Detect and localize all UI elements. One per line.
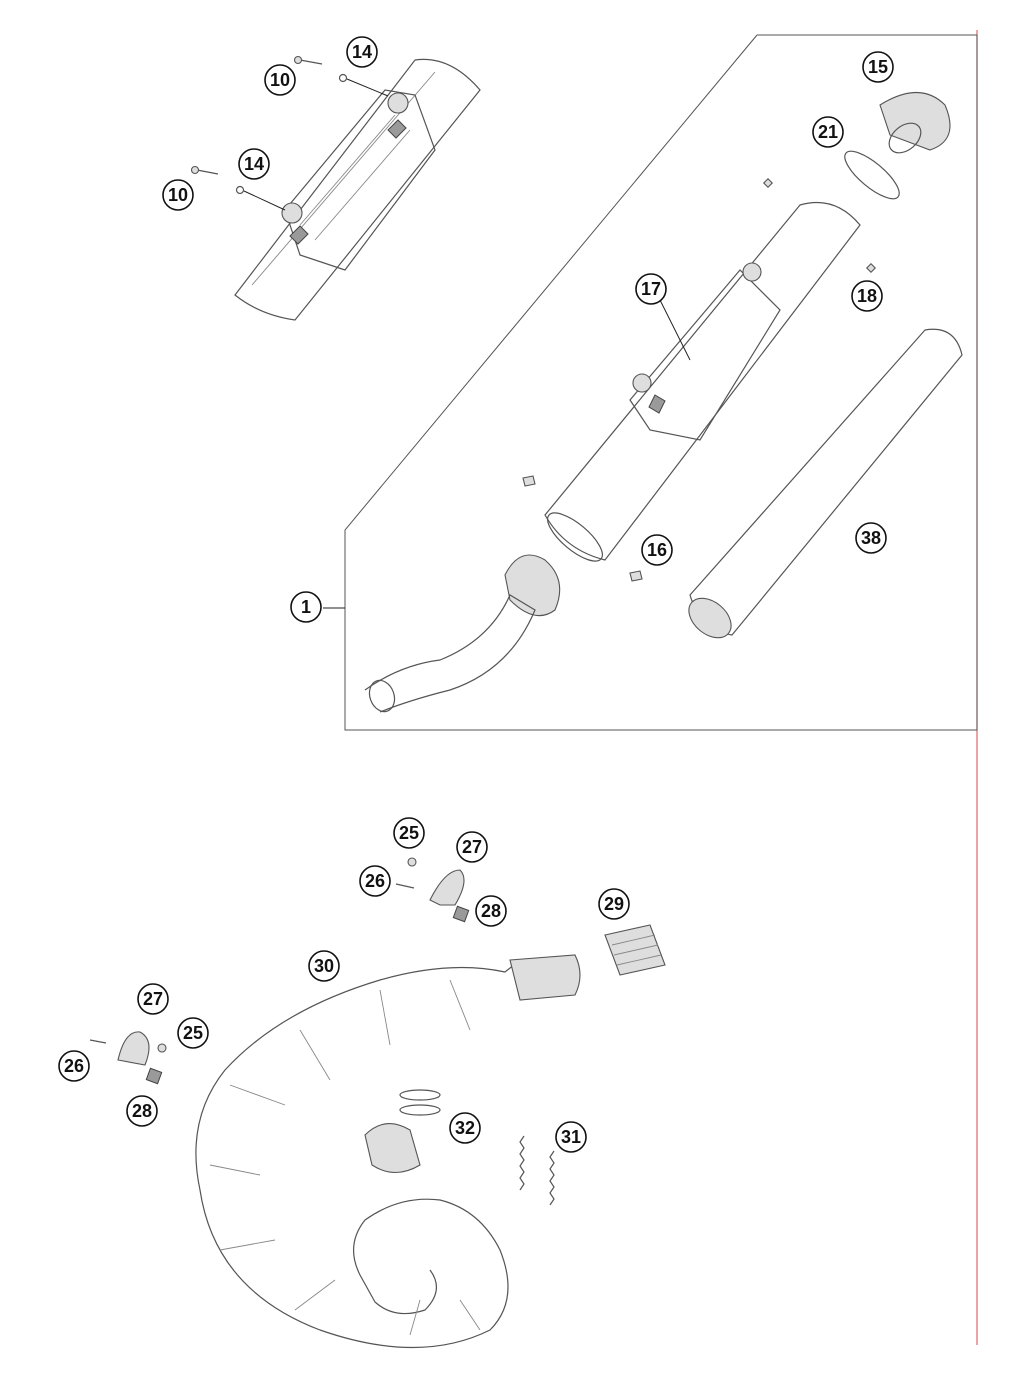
svg-text:15: 15 [868, 57, 888, 77]
callout-14b: 14 [238, 148, 270, 180]
svg-text:28: 28 [132, 1101, 152, 1121]
svg-text:14: 14 [244, 154, 264, 174]
callout-31: 31 [555, 1121, 587, 1153]
sealing-rings-32 [399, 1089, 441, 1116]
callout-21: 21 [812, 116, 844, 148]
bolt-10a [293, 55, 323, 65]
callout-10b: 10 [162, 179, 194, 211]
svg-text:18: 18 [857, 286, 877, 306]
o-ring-21 [844, 150, 900, 200]
callout-18: 18 [851, 280, 883, 312]
coupling-29 [604, 924, 666, 976]
callout-30: 30 [308, 950, 340, 982]
callout-26a: 26 [359, 865, 391, 897]
screw-16 [522, 475, 643, 582]
bracket-27b [89, 1031, 167, 1085]
bolt-10b [190, 165, 219, 175]
callout-27a: 27 [456, 831, 488, 863]
svg-text:26: 26 [365, 871, 385, 891]
packing-tube-38 [688, 328, 963, 639]
svg-text:31: 31 [561, 1127, 581, 1147]
header-pipe [364, 554, 561, 713]
svg-text:25: 25 [399, 823, 419, 843]
svg-text:10: 10 [168, 185, 188, 205]
silencer-assembly-frame [344, 34, 978, 731]
rivet-18 [865, 262, 877, 274]
callout-1: 1 [290, 591, 322, 623]
svg-text:28: 28 [481, 901, 501, 921]
callout-10a: 10 [264, 64, 296, 96]
callout-14a: 14 [346, 36, 378, 68]
silencer-body-17 [544, 201, 861, 562]
svg-text:29: 29 [604, 894, 624, 914]
callout-27b: 27 [137, 983, 169, 1015]
svg-text:1: 1 [301, 597, 311, 617]
svg-text:32: 32 [455, 1118, 475, 1138]
svg-text:17: 17 [641, 279, 661, 299]
callout-25a: 25 [393, 817, 425, 849]
callout-26b: 26 [58, 1050, 90, 1082]
callout-29: 29 [598, 888, 630, 920]
svg-text:30: 30 [314, 956, 334, 976]
svg-text:25: 25 [183, 1023, 203, 1043]
exhaust-pipe-30 [195, 954, 581, 1349]
washer-14a [338, 73, 348, 83]
bracket-27a [395, 857, 470, 923]
svg-text:10: 10 [270, 70, 290, 90]
svg-text:16: 16 [647, 540, 667, 560]
callout-25b: 25 [177, 1017, 209, 1049]
svg-text:14: 14 [352, 42, 372, 62]
svg-text:27: 27 [462, 837, 482, 857]
spring-31 [519, 1135, 555, 1206]
callout-17: 17 [635, 273, 667, 305]
callout-15: 15 [862, 51, 894, 83]
callout-16: 16 [641, 534, 673, 566]
svg-text:26: 26 [64, 1056, 84, 1076]
rivet-top [762, 177, 774, 189]
silencer-detail [234, 58, 481, 321]
callout-28a: 28 [475, 895, 507, 927]
washer-14b [235, 185, 245, 195]
callout-32: 32 [449, 1112, 481, 1144]
svg-text:38: 38 [861, 528, 881, 548]
callout-28b: 28 [126, 1095, 158, 1127]
callout-38: 38 [855, 522, 887, 554]
svg-text:27: 27 [143, 989, 163, 1009]
end-cap-15 [879, 92, 951, 154]
svg-text:21: 21 [818, 122, 838, 142]
